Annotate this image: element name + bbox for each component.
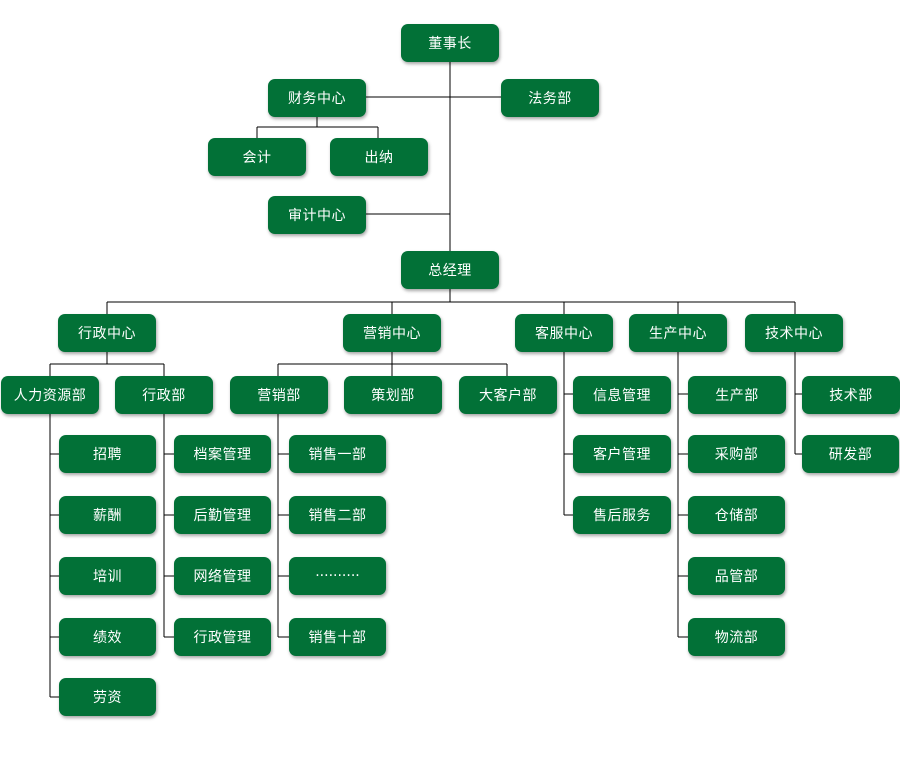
node-logistics-support: 后勤管理 [174, 496, 271, 534]
node-performance: 绩效 [59, 618, 156, 656]
node-rnd-dept: 研发部 [802, 435, 899, 473]
node-labor-pay: 劳资 [59, 678, 156, 716]
node-finance-center: 财务中心 [268, 79, 366, 117]
node-key-accounts-dept: 大客户部 [459, 376, 557, 414]
node-general-manager: 总经理 [401, 251, 499, 289]
node-production-center: 生产中心 [629, 314, 727, 352]
node-cashier: 出纳 [330, 138, 428, 176]
node-sales-2: 销售二部 [289, 496, 386, 534]
node-quality-dept: 品管部 [688, 557, 785, 595]
node-logistics-dept: 物流部 [688, 618, 785, 656]
node-hr-dept: 人力资源部 [1, 376, 99, 414]
node-planning-dept: 策划部 [344, 376, 442, 414]
node-warehouse-dept: 仓储部 [688, 496, 785, 534]
node-archives-management: 档案管理 [174, 435, 271, 473]
node-purchasing-dept: 采购部 [688, 435, 785, 473]
node-network-management: 网络管理 [174, 557, 271, 595]
node-compensation: 薪酬 [59, 496, 156, 534]
node-technology-center: 技术中心 [745, 314, 843, 352]
node-sales-1: 销售一部 [289, 435, 386, 473]
node-recruitment: 招聘 [59, 435, 156, 473]
node-after-sales: 售后服务 [573, 496, 671, 534]
node-customer-service-center: 客服中心 [515, 314, 613, 352]
node-chairman: 董事长 [401, 24, 499, 62]
node-marketing-center: 营销中心 [343, 314, 441, 352]
node-admin-management: 行政管理 [174, 618, 271, 656]
node-tech-dept: 技术部 [802, 376, 900, 414]
node-sales-10: 销售十部 [289, 618, 386, 656]
node-marketing-dept: 营销部 [230, 376, 328, 414]
node-info-management: 信息管理 [573, 376, 671, 414]
node-training: 培训 [59, 557, 156, 595]
node-legal-dept: 法务部 [501, 79, 599, 117]
node-admin-center: 行政中心 [58, 314, 156, 352]
node-sales-ellipsis: ·········· [289, 557, 386, 595]
node-production-dept: 生产部 [688, 376, 786, 414]
node-admin-dept: 行政部 [115, 376, 213, 414]
node-accounting: 会计 [208, 138, 306, 176]
node-client-management: 客户管理 [573, 435, 671, 473]
node-audit-center: 审计中心 [268, 196, 366, 234]
